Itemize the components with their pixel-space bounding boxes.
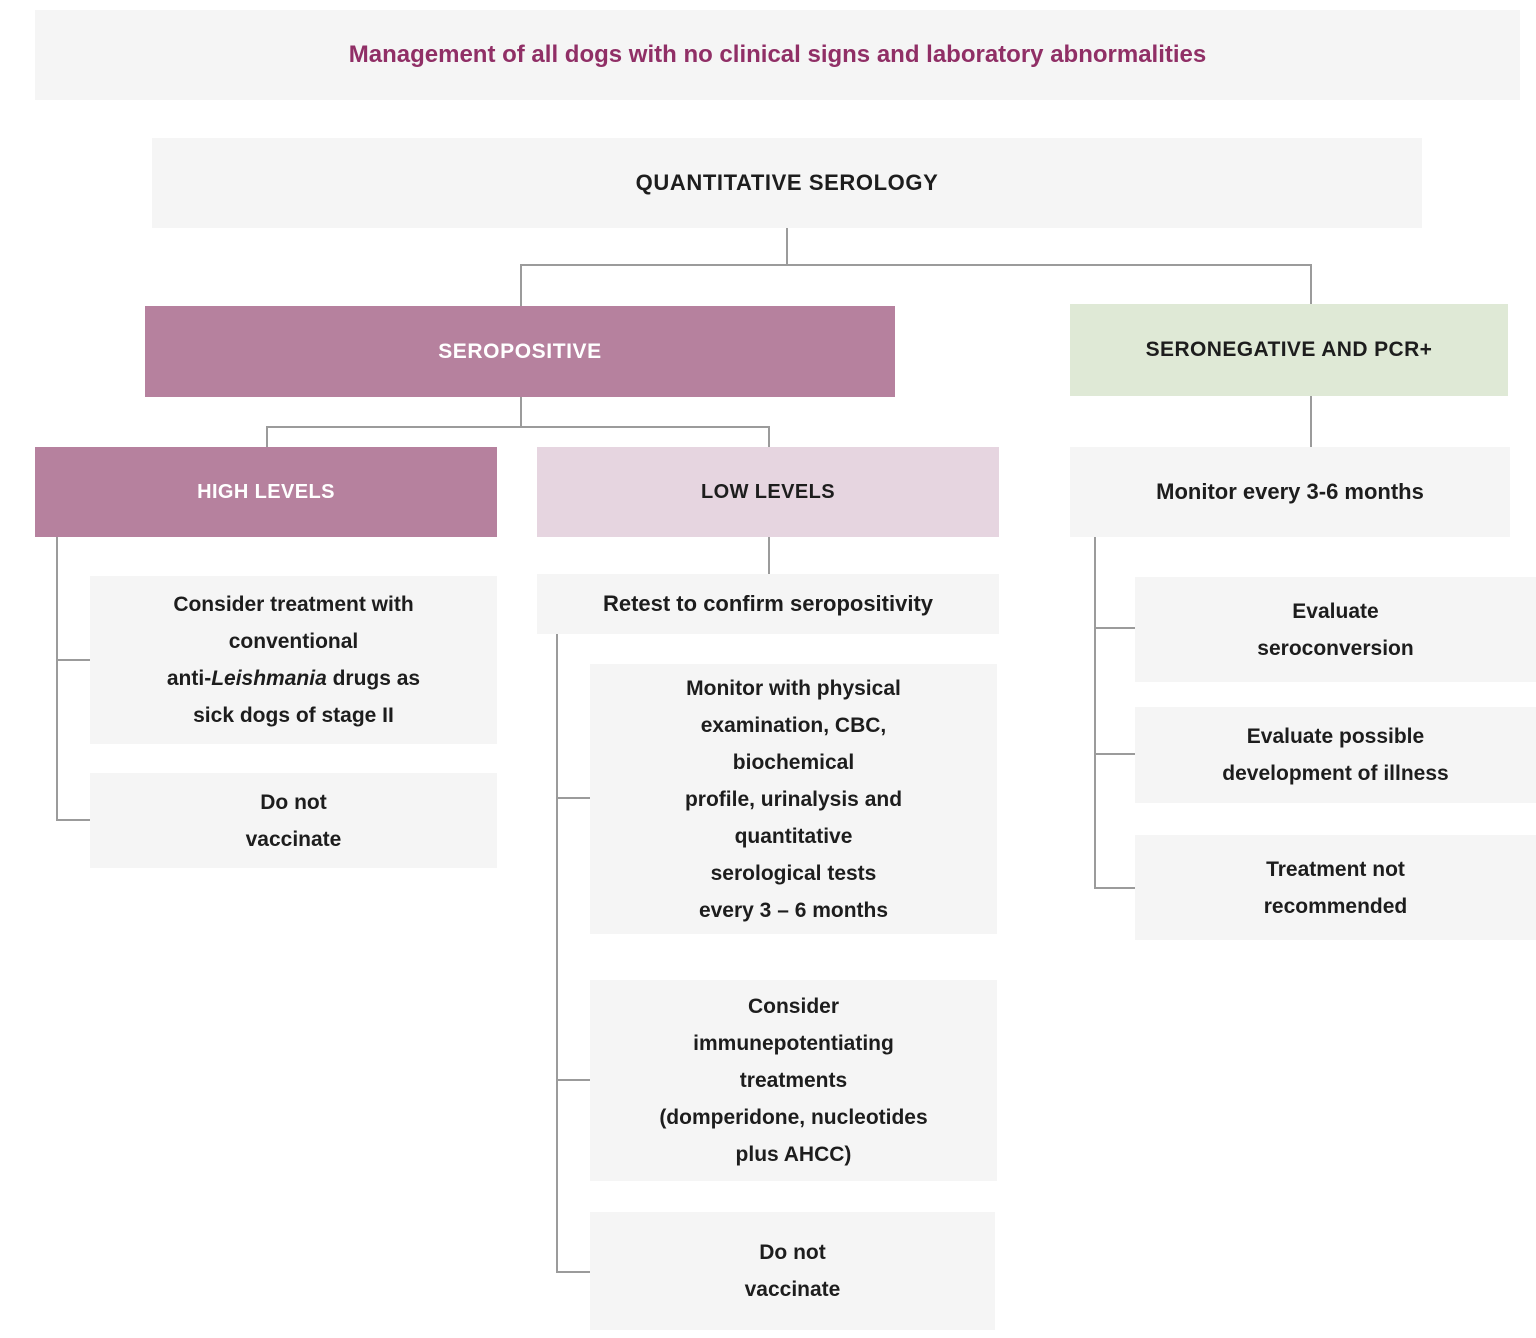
node-seropositive-label: SEROPOSITIVE [438, 339, 602, 363]
connector-stub-consider-treatment [56, 659, 90, 661]
leaf-retest-confirm: Retest to confirm seropositivity [537, 574, 999, 634]
leaf-evaluate-seroconversion: Evaluate seroconversion [1135, 577, 1536, 682]
connector-low-levels-stem [768, 537, 770, 574]
connector-seropositive-stem [520, 397, 522, 428]
leaf-evaluate-illness: Evaluate possible development of illness [1135, 707, 1536, 803]
node-high-levels-label: HIGH LEVELS [197, 480, 335, 503]
leaf-do-not-vaccinate-low: Do not vaccinate [590, 1212, 995, 1330]
node-seropositive: SEROPOSITIVE [145, 306, 895, 397]
node-low-levels: LOW LEVELS [537, 447, 999, 537]
node-monitor-3-6-months: Monitor every 3-6 months [1070, 447, 1510, 537]
connector-stub-do-not-vaccinate-low [556, 1271, 590, 1273]
leaf-immunepotentiating-text: Consider immunepotentiating treatments (… [659, 995, 928, 1166]
connector-stub-treatment-not-recommended [1094, 887, 1135, 889]
connector-seropositive-split [266, 426, 770, 428]
connector-to-seropositive [520, 264, 522, 306]
connector-stub-evaluate-illness [1094, 753, 1135, 755]
node-seronegative-pcr-label: SERONEGATIVE AND PCR+ [1145, 338, 1433, 361]
leaf-retest-confirm-text: Retest to confirm seropositivity [602, 591, 934, 616]
leaf-do-not-vaccinate-high-text: Do not vaccinate [245, 790, 342, 851]
leaf-treatment-not-recommended: Treatment not recommended [1135, 835, 1536, 940]
connector-seronegative-stem [1310, 396, 1312, 447]
leaf-do-not-vaccinate-high: Do not vaccinate [90, 773, 497, 868]
page-title-text: Management of all dogs with no clinical … [348, 41, 1207, 68]
connector-to-low-levels [768, 426, 770, 447]
node-monitor-3-6-months-label: Monitor every 3-6 months [1156, 479, 1424, 504]
leaf-treatment-not-recommended-text: Treatment not recommended [1263, 857, 1408, 918]
leaf-evaluate-seroconversion-text: Evaluate seroconversion [1257, 599, 1414, 660]
leaf-consider-treatment-text: Consider treatment with conventional ant… [166, 593, 421, 727]
connector-root-stem [786, 228, 788, 266]
leaf-consider-treatment: Consider treatment with conventional ant… [90, 576, 497, 744]
connector-stub-do-not-vaccinate-high [56, 819, 90, 821]
connector-stub-immunepotentiating [556, 1079, 590, 1081]
connector-stub-seroconversion [1094, 627, 1135, 629]
node-quantitative-serology: QUANTITATIVE SEROLOGY [152, 138, 1422, 228]
connector-stub-monitor-physical [556, 797, 590, 799]
page-title: Management of all dogs with no clinical … [35, 10, 1520, 100]
leaf-immunepotentiating: Consider immunepotentiating treatments (… [590, 980, 997, 1181]
connector-low-levels-rail [556, 633, 558, 1273]
connector-to-seronegative [1310, 264, 1312, 304]
connector-root-split [520, 264, 1312, 266]
connector-high-levels-rail [56, 537, 58, 821]
leaf-do-not-vaccinate-low-text: Do not vaccinate [744, 1241, 841, 1301]
node-quantitative-serology-label: QUANTITATIVE SEROLOGY [635, 170, 939, 195]
connector-monitor-rail [1094, 537, 1096, 889]
leaf-monitor-physical: Monitor with physical examination, CBC, … [590, 664, 997, 934]
node-seronegative-pcr: SERONEGATIVE AND PCR+ [1070, 304, 1508, 396]
leishmania-italic-text: Leishmania [211, 667, 327, 690]
connector-to-high-levels [266, 426, 268, 447]
node-low-levels-label: LOW LEVELS [701, 480, 835, 503]
leaf-monitor-physical-text: Monitor with physical examination, CBC, … [684, 676, 903, 922]
node-high-levels: HIGH LEVELS [35, 447, 497, 537]
leaf-evaluate-illness-text: Evaluate possible development of illness [1222, 725, 1449, 785]
